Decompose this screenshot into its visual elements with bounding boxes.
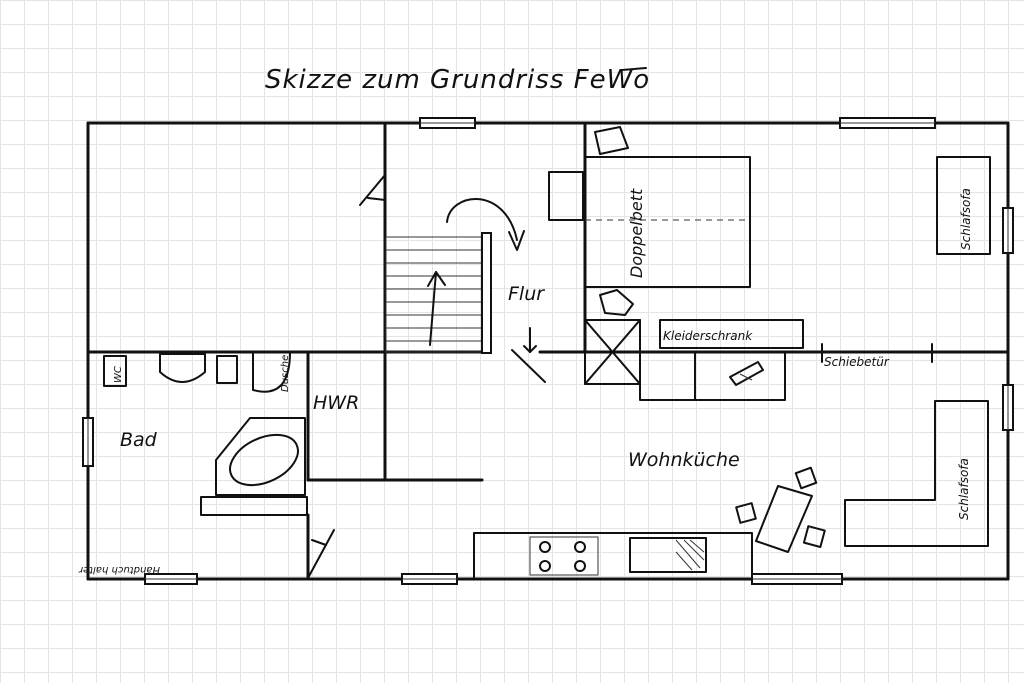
iron-icon	[729, 361, 764, 386]
kitchen-counter	[473, 532, 753, 580]
window-bottom-right	[751, 573, 843, 585]
curved-arrow-icon	[446, 198, 525, 251]
window-bottom-bath	[144, 573, 198, 585]
wardrobe: Kleiderschrank	[584, 319, 804, 401]
sink-icon	[629, 537, 707, 573]
wardrobe-label: Kleiderschrank	[663, 329, 753, 343]
room-label-bath: Bad	[120, 429, 158, 451]
bathtub	[200, 417, 308, 516]
room-label-utility: HWR	[313, 392, 359, 414]
sofa-bed-bottom-label: Schlafsofa	[957, 458, 971, 520]
dining-chair	[802, 525, 826, 549]
door-upper-left-room	[359, 174, 386, 206]
door-bathroom	[307, 529, 335, 579]
room-label-hall: Flur	[508, 283, 545, 305]
washbasin	[159, 353, 206, 383]
bedroom-chair-top	[594, 126, 629, 155]
sliding-door: Schiebetür	[821, 343, 933, 369]
bedroom-chair-bottom	[599, 289, 634, 316]
shower-label: Dusche	[280, 355, 291, 392]
sofa-bed-top-label: Schlafsofa	[959, 188, 973, 250]
toilet-label: WC	[113, 366, 124, 383]
door-hall-to-kitchen	[511, 327, 546, 383]
bath-cabinet	[216, 355, 238, 384]
double-bed: Doppelbett	[584, 156, 751, 288]
dining-chair	[735, 502, 757, 524]
sofa-bed-top: Schlafsofa	[936, 156, 991, 255]
towel-holder: Handtuch halter	[78, 564, 160, 575]
shower: Dusche	[252, 351, 291, 393]
window-left-bath	[82, 417, 94, 467]
window-right-lower	[1002, 384, 1014, 431]
stove-icon	[529, 536, 599, 576]
staircase	[385, 232, 492, 354]
title-accent-stroke	[621, 67, 647, 71]
towel-holder-label: Handtuch halter	[78, 564, 160, 575]
plan-title: Skizze zum Grundriss FeWo	[265, 65, 650, 95]
window-top-right	[839, 117, 936, 129]
sliding-door-label: Schiebetür	[824, 355, 890, 369]
double-bed-label: Doppelbett	[627, 188, 646, 278]
dining-chair	[794, 466, 818, 490]
window-top-hall	[419, 117, 476, 129]
room-label-kitchen: Wohnküche	[628, 449, 740, 471]
sofa-bed-bottom: Schlafsofa	[844, 400, 989, 547]
nightstand-left	[548, 171, 584, 221]
window-bottom-middle	[401, 573, 458, 585]
window-right-upper	[1002, 207, 1014, 254]
dining-table	[735, 466, 826, 553]
toilet: WC	[103, 355, 127, 387]
